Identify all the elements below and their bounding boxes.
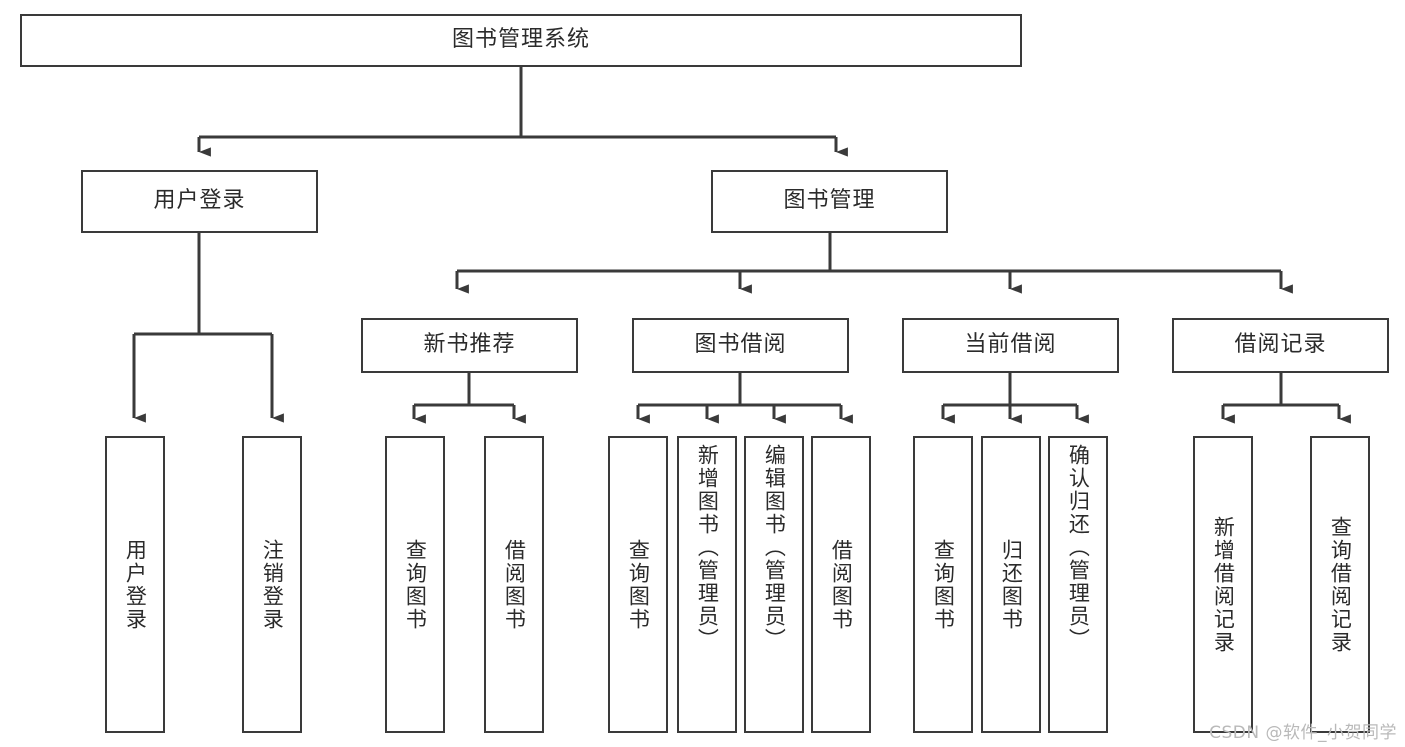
node-label: 新增借阅记录 (1211, 515, 1236, 654)
node-label: 用户登录 (153, 188, 246, 214)
node-label: 编辑图书（管理员） (762, 444, 787, 651)
node-leaf-query-book-1[interactable]: 查询图书 (385, 436, 445, 733)
node-leaf-user-login[interactable]: 用户登录 (105, 436, 165, 733)
node-label: 新书推荐 (423, 332, 516, 358)
node-leaf-confirm-return[interactable]: 确认归还（管理员） (1048, 436, 1108, 733)
node-user-login[interactable]: 用户登录 (81, 170, 318, 233)
node-book-management[interactable]: 图书管理 (711, 170, 948, 233)
node-leaf-query-book-2[interactable]: 查询图书 (608, 436, 668, 733)
node-label: 新增图书（管理员） (695, 444, 720, 651)
node-label: 图书管理 (783, 188, 876, 214)
node-leaf-logout-login[interactable]: 注销登录 (242, 436, 302, 733)
node-book-borrow[interactable]: 图书借阅 (632, 318, 849, 373)
node-leaf-borrow-book-1[interactable]: 借阅图书 (484, 436, 544, 733)
node-label: 图书借阅 (694, 332, 787, 358)
node-leaf-add-borrow-record[interactable]: 新增借阅记录 (1193, 436, 1253, 733)
node-current-borrow[interactable]: 当前借阅 (902, 318, 1119, 373)
node-label: 归还图书 (999, 538, 1024, 631)
node-label: 确认归还（管理员） (1066, 444, 1091, 651)
node-label: 借阅记录 (1234, 332, 1327, 358)
node-borrow-record[interactable]: 借阅记录 (1172, 318, 1389, 373)
node-label: 查询借阅记录 (1328, 515, 1353, 654)
node-book-management-system[interactable]: 图书管理系统 (20, 14, 1022, 67)
node-label: 注销登录 (260, 538, 285, 631)
node-new-book-recommend[interactable]: 新书推荐 (361, 318, 578, 373)
node-leaf-borrow-book-2[interactable]: 借阅图书 (811, 436, 871, 733)
node-label: 查询图书 (626, 538, 651, 631)
node-label: 借阅图书 (502, 538, 527, 631)
node-leaf-edit-book[interactable]: 编辑图书（管理员） (744, 436, 804, 733)
node-label: 当前借阅 (964, 332, 1057, 358)
node-leaf-add-book[interactable]: 新增图书（管理员） (677, 436, 737, 733)
node-label: 图书管理系统 (451, 27, 590, 53)
node-label: 查询图书 (403, 538, 428, 631)
node-label: 用户登录 (123, 538, 148, 631)
node-label: 查询图书 (931, 538, 956, 631)
node-label: 借阅图书 (829, 538, 854, 631)
node-leaf-return-book[interactable]: 归还图书 (981, 436, 1041, 733)
node-leaf-query-book-3[interactable]: 查询图书 (913, 436, 973, 733)
node-leaf-query-borrow-record[interactable]: 查询借阅记录 (1310, 436, 1370, 733)
